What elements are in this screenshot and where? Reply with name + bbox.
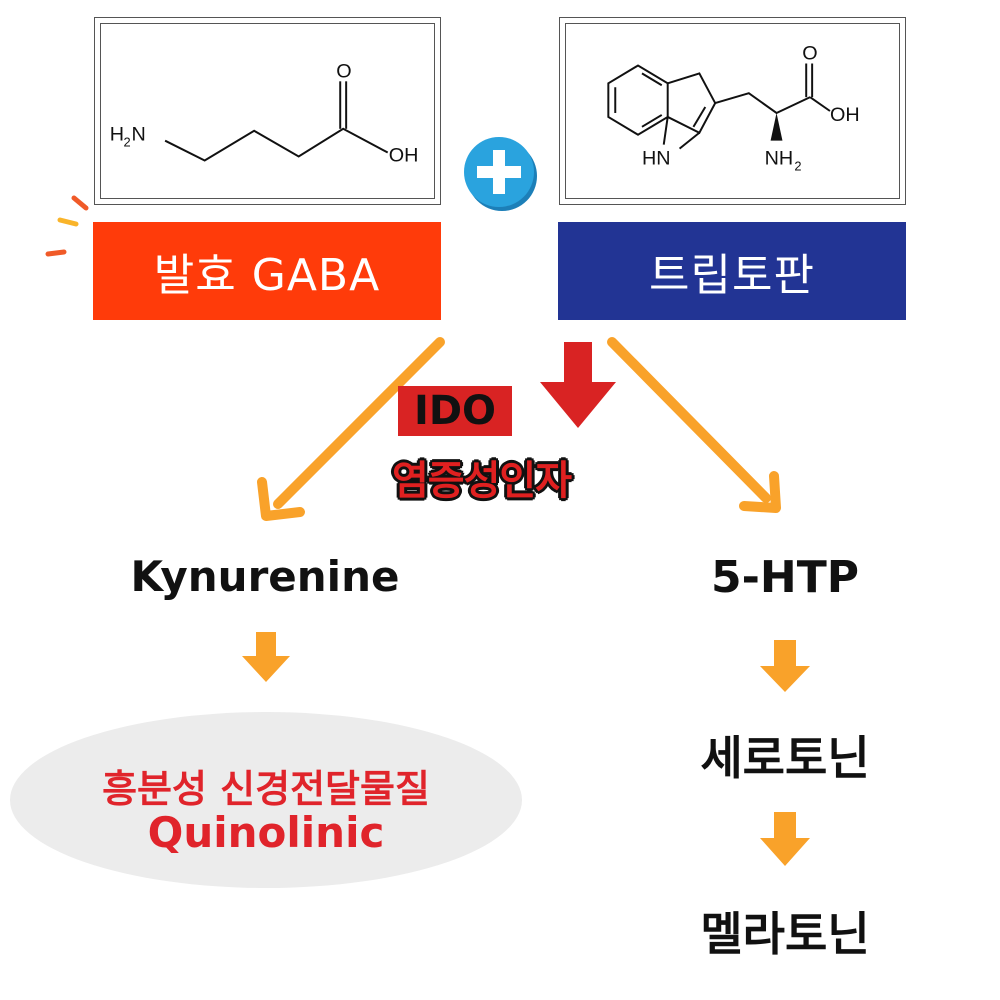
5htp-node: 5-HTP (711, 552, 859, 603)
arrow-down-5htp-icon (760, 640, 810, 692)
trp-carbonyl-o: O (802, 43, 817, 65)
tryptophan-molecule-diagram: HN O OH NH 2 (607, 43, 860, 173)
trp-amine-sub: 2 (794, 158, 801, 173)
arrow-down-serotonin-icon (760, 812, 810, 866)
kynurenine-node: Kynurenine (130, 552, 400, 601)
quinolinic-label: Quinolinic (147, 808, 385, 857)
tryptophan-structure-box: HN O OH NH 2 (559, 17, 906, 205)
gaba-label: 발효 GABA (93, 222, 441, 320)
ido-label: IDO (398, 386, 512, 436)
gaba-hydroxyl: OH (389, 144, 419, 166)
gaba-structure-box: H 2 N O OH (94, 17, 441, 205)
ido-sublabel: 염증성인자 (392, 458, 572, 504)
trp-ring-nh: HN (642, 147, 671, 169)
ido-red-arrow-icon (540, 342, 616, 428)
serotonin-node: 세로토닌 (700, 731, 870, 785)
quinolinic-ellipse (10, 712, 522, 888)
melatonin-node: 멜라토닌 (700, 907, 870, 961)
gaba-amine-n: N (131, 124, 145, 146)
trp-hydroxyl: OH (830, 104, 860, 126)
spark-decoration-icon (45, 195, 89, 257)
gaba-carbonyl-o: O (336, 60, 351, 82)
gaba-amine-h: H (110, 124, 124, 146)
plus-icon (464, 137, 537, 211)
arrow-down-kynurenine-icon (242, 632, 290, 682)
tryptophan-label: 트립토판 (558, 222, 906, 320)
gaba-molecule-diagram: H 2 N O OH (110, 60, 419, 166)
gaba-amine-sub: 2 (124, 135, 131, 150)
excitatory-neurotransmitter-label: 흥분성 신경전달물질 (102, 767, 430, 811)
trp-amine: NH (765, 147, 794, 169)
